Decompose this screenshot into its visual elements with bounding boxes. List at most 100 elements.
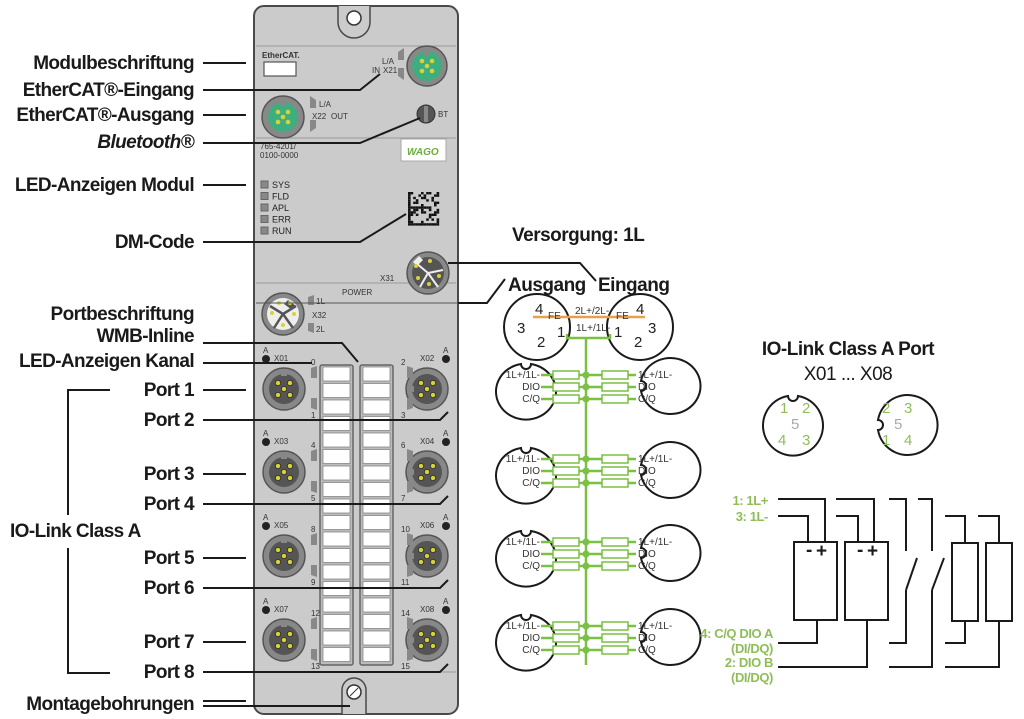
marker-cell bbox=[362, 647, 391, 662]
channel-number: 15 bbox=[401, 662, 410, 671]
signal-label: DIO bbox=[638, 382, 656, 393]
dm-cell bbox=[408, 218, 411, 221]
port-circle-right bbox=[639, 524, 702, 582]
callout-port-2: Port 2 bbox=[144, 410, 194, 431]
fuse bbox=[601, 633, 629, 643]
marker-cell bbox=[362, 531, 391, 547]
dm-cell bbox=[431, 196, 434, 200]
signal-label: 1L+/1L- bbox=[638, 370, 672, 381]
signal-label: 1L+/1L- bbox=[638, 454, 672, 465]
marker-cell bbox=[362, 482, 391, 497]
channel-led bbox=[311, 366, 317, 378]
plus-sign: + bbox=[867, 541, 878, 562]
marker-cell bbox=[362, 399, 391, 415]
marker-cell bbox=[362, 564, 391, 580]
signal-label: 1L+/1L- bbox=[506, 454, 540, 465]
fuse bbox=[552, 454, 580, 464]
channel-led bbox=[311, 398, 317, 410]
marker-cell bbox=[322, 383, 351, 398]
callout-port-6: Port 6 bbox=[144, 578, 194, 599]
dm-cell bbox=[415, 206, 419, 209]
port-id-label: X01 bbox=[274, 354, 289, 363]
marker-cell bbox=[322, 416, 351, 431]
marker-cell bbox=[322, 465, 351, 481]
supply-connector-out bbox=[503, 293, 571, 361]
rail-2l-label: 2L+/2L- bbox=[575, 306, 609, 317]
out-label: OUT bbox=[331, 112, 348, 121]
minus-sign: - bbox=[806, 540, 812, 561]
callout-led-module: LED-Anzeigen Modul bbox=[15, 175, 194, 196]
ethercat-logo: EtherCAT. bbox=[262, 51, 300, 60]
pinout-subtitle: X01 ... X08 bbox=[804, 364, 893, 385]
channel-led bbox=[407, 617, 413, 629]
port-a-label: A bbox=[263, 513, 269, 522]
marker-cell bbox=[322, 515, 351, 530]
dm-cell bbox=[431, 223, 434, 226]
wiring-pin2: 2: DIO B bbox=[725, 655, 773, 670]
dm-cell bbox=[428, 213, 432, 216]
switch-contact bbox=[905, 557, 918, 591]
signal-label: 1L+/1L- bbox=[506, 370, 540, 381]
dm-cell bbox=[434, 213, 437, 216]
la-led-x22 bbox=[310, 96, 316, 108]
top-mount-hole bbox=[346, 10, 362, 26]
marker-cell bbox=[362, 498, 391, 514]
marker-cell bbox=[322, 630, 351, 646]
callout-port-7: Port 7 bbox=[144, 632, 194, 653]
junction bbox=[582, 634, 590, 642]
signal-label: DIO bbox=[522, 466, 540, 477]
channel-number: 7 bbox=[401, 494, 406, 503]
dm-cell bbox=[410, 211, 414, 214]
fuse bbox=[552, 466, 580, 476]
dm-cell bbox=[434, 201, 437, 204]
dm-cell bbox=[415, 208, 419, 212]
dm-cell bbox=[421, 206, 424, 209]
la-label: L/A bbox=[382, 57, 395, 66]
x32-label: X32 bbox=[312, 311, 327, 320]
pinout-pin: 1 bbox=[882, 432, 890, 449]
status-led-icon bbox=[442, 438, 450, 446]
marker-cell bbox=[322, 531, 351, 547]
fuse bbox=[552, 537, 580, 547]
dm-cell bbox=[426, 218, 429, 221]
dm-cell bbox=[413, 206, 416, 209]
signal-label: C/Q bbox=[522, 394, 540, 405]
status-led-icon bbox=[442, 522, 450, 530]
dm-cell bbox=[421, 196, 424, 200]
pinout-pin: 5 bbox=[894, 416, 902, 433]
dm-cell bbox=[413, 208, 416, 212]
module-led-label: SYS bbox=[272, 180, 290, 190]
status-led-icon bbox=[262, 355, 270, 363]
marker-cell bbox=[322, 498, 351, 514]
dm-cell bbox=[421, 208, 424, 212]
pin-2: 2 bbox=[537, 334, 545, 351]
x22-label: X22 bbox=[312, 112, 327, 121]
callout-port-label: Portbeschriftung bbox=[51, 304, 194, 325]
in-label: IN bbox=[372, 66, 380, 75]
marker-cell bbox=[362, 515, 391, 530]
signal-label: DIO bbox=[638, 633, 656, 644]
module-led bbox=[260, 215, 269, 223]
x31-label: X31 bbox=[380, 274, 395, 283]
callout-port-4: Port 4 bbox=[144, 494, 195, 515]
x21-connector bbox=[406, 45, 448, 87]
la-led-x21 bbox=[398, 68, 404, 80]
dm-cell bbox=[436, 220, 440, 224]
channel-led bbox=[407, 449, 413, 461]
signal-label: DIO bbox=[638, 549, 656, 560]
callout-module-label: Modulbeschriftung bbox=[33, 53, 194, 74]
bracket-bottom bbox=[67, 548, 110, 674]
marker-cell bbox=[322, 432, 351, 448]
channel-number: 5 bbox=[311, 494, 316, 503]
dm-cell bbox=[436, 223, 440, 226]
supply-schematic: Versorgung: 1L Ausgang Eingang 4 FE 3 2 … bbox=[256, 225, 702, 672]
la-label: L/A bbox=[319, 100, 332, 109]
sensor-3wire bbox=[844, 541, 889, 621]
status-led-icon bbox=[262, 438, 270, 446]
port-id-label: X02 bbox=[420, 354, 435, 363]
